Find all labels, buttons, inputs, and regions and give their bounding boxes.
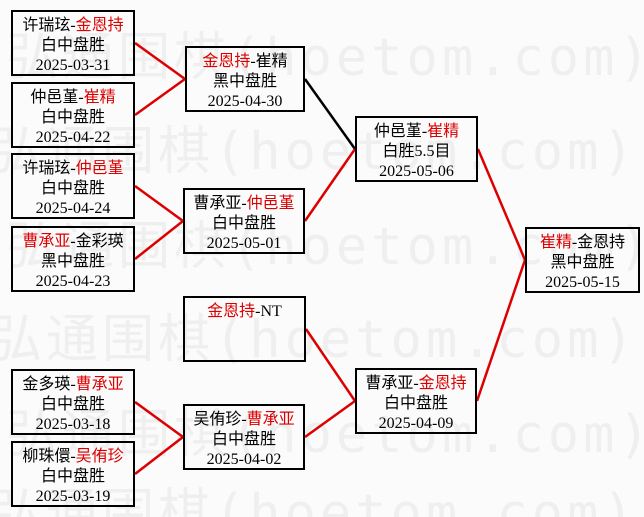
player-name: -NT xyxy=(255,303,282,320)
match-players: 曹承亚-金彩瑛 xyxy=(13,232,133,252)
match-players: 许瑞玹-金恩持 xyxy=(13,16,133,36)
player-name: 金多瑛- xyxy=(22,376,76,393)
match-players: 仲邑堇-崔精 xyxy=(13,88,133,108)
loser-path-line xyxy=(303,78,357,150)
winner-path-line xyxy=(134,220,184,260)
match-result: 白中盘胜 xyxy=(40,180,105,197)
winner-path-line xyxy=(304,399,356,439)
match-date: 2025-03-19 xyxy=(35,488,111,505)
match-result: 白中盘胜 xyxy=(40,37,105,54)
player-name: 仲邑堇- xyxy=(30,89,84,106)
match-result: 白中盘胜 xyxy=(40,109,105,126)
player-name: 许瑞玹- xyxy=(22,17,76,34)
player-name: -崔精 xyxy=(250,53,288,70)
winner-path-line xyxy=(134,41,186,81)
winner-name: 仲邑堇 xyxy=(75,160,124,177)
winner-name: 金恩持 xyxy=(202,53,251,70)
winner-name: 崔精 xyxy=(83,89,116,106)
match-date: 2025-03-18 xyxy=(35,416,111,433)
match-result: 黑中盘胜 xyxy=(212,73,277,90)
winner-name: 崔精 xyxy=(539,234,572,251)
player-name: -金彩瑛 xyxy=(70,233,124,250)
winner-name: 曹承亚 xyxy=(246,411,295,428)
match-result: 白中盘胜 xyxy=(383,395,448,412)
match-date: 2025-05-15 xyxy=(545,274,620,291)
match-players: 许瑞玹-仲邑堇 xyxy=(13,159,133,179)
match-result: 黑中盘胜 xyxy=(40,253,105,270)
match-result: 白胜5.5目 xyxy=(382,143,451,160)
match-date: 2025-04-02 xyxy=(206,451,282,468)
match-result: 白中盘胜 xyxy=(40,468,105,485)
match-players: 金恩持-NT xyxy=(185,302,304,322)
winner-path-line xyxy=(134,184,184,223)
player-name: 许瑞玹- xyxy=(22,160,76,177)
winner-path-line xyxy=(134,436,184,475)
player-name: 柳珠儇- xyxy=(22,448,76,465)
match-players: 吴侑珍-曹承亚 xyxy=(185,410,303,430)
match-date: 2025-04-30 xyxy=(207,93,283,110)
winner-name: 仲邑堇 xyxy=(246,195,295,212)
match-date: 2025-04-09 xyxy=(378,415,454,432)
winner-path-line xyxy=(304,328,357,402)
match-players: 金恩持-崔精 xyxy=(187,52,303,72)
match-result: 白中盘胜 xyxy=(40,396,105,413)
match-date: 2025-04-23 xyxy=(35,273,111,290)
match-result: 黑中盘胜 xyxy=(550,254,615,271)
match-players: 柳珠儇-吴侑珍 xyxy=(13,447,133,467)
player-name: 仲邑堇- xyxy=(373,123,428,140)
match-players: 崔精-金恩持 xyxy=(527,233,638,253)
winner-name: 金恩持 xyxy=(207,303,256,320)
match-date: 2025-05-06 xyxy=(379,163,454,180)
winner-name: 曹承亚 xyxy=(22,233,71,250)
winner-path-line xyxy=(303,148,357,222)
player-name: 曹承亚- xyxy=(193,195,247,212)
match-date: 2025-04-22 xyxy=(35,129,111,146)
match-date: 2025-03-31 xyxy=(35,57,111,74)
match-players: 曹承亚-仲邑堇 xyxy=(185,194,303,214)
winner-path-line xyxy=(134,77,186,117)
winner-path-line xyxy=(476,148,527,261)
match-box: 金恩持-NT xyxy=(183,296,306,362)
player-name: -金恩持 xyxy=(571,234,626,251)
match-players: 曹承亚-金恩持 xyxy=(357,374,475,394)
winner-name: 金恩持 xyxy=(75,17,124,34)
winner-name: 金恩持 xyxy=(418,375,467,392)
match-players: 金多瑛-曹承亚 xyxy=(13,375,133,395)
match-result: 白中盘胜 xyxy=(211,431,276,448)
player-name: 吴侑珍- xyxy=(193,411,247,428)
match-result: 白中盘胜 xyxy=(211,215,276,232)
winner-name: 曹承亚 xyxy=(75,376,124,393)
winner-path-line xyxy=(475,259,527,402)
player-name: 曹承亚- xyxy=(365,375,419,392)
winner-name: 崔精 xyxy=(427,123,460,140)
match-date: 2025-05-01 xyxy=(206,235,282,252)
winner-name: 吴侑珍 xyxy=(75,448,124,465)
match-players: 仲邑堇-崔精 xyxy=(357,122,476,142)
winner-path-line xyxy=(134,400,184,439)
match-date: 2025-04-24 xyxy=(35,200,111,217)
